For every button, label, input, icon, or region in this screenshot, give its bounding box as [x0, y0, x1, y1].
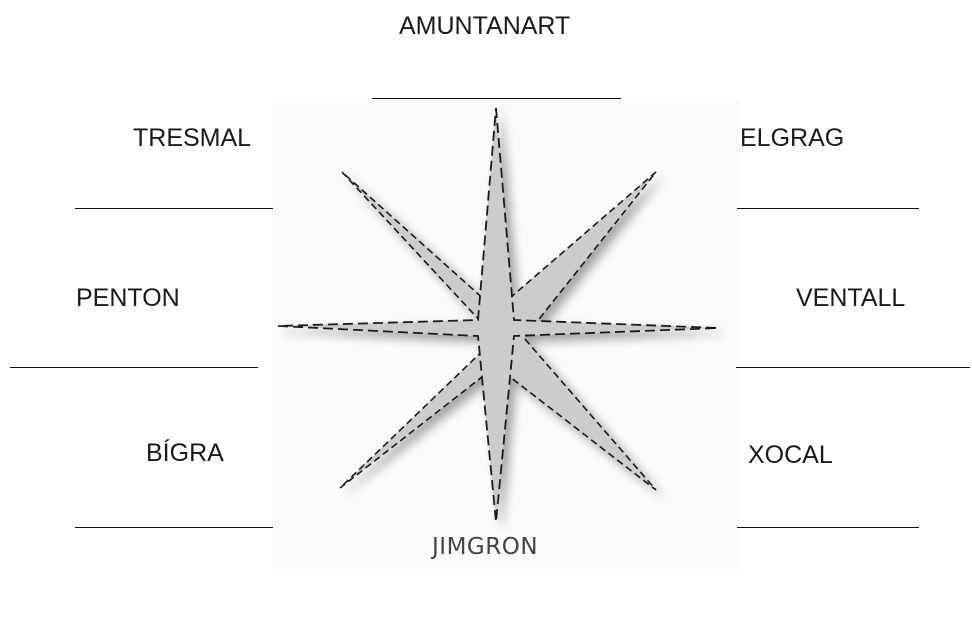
answer-line-west: [10, 367, 258, 368]
label-northeast: ELGRAG: [740, 123, 844, 153]
label-north: AMUNTANART: [399, 11, 570, 41]
label-southwest: BÍGRA: [146, 438, 224, 468]
label-west: PENTON: [76, 283, 180, 313]
label-southeast: XOCAL: [748, 440, 833, 470]
answer-line-southeast: [737, 527, 919, 528]
compass-star-panel: JIMGRON: [272, 100, 740, 570]
compass-star-icon: [272, 100, 740, 570]
answer-line-east: [736, 367, 970, 368]
star-cardinal-points: [278, 108, 718, 522]
answer-line-northeast: [737, 208, 919, 209]
label-northwest: TRESMAL: [133, 123, 251, 153]
label-south: JIMGRON: [432, 534, 538, 560]
answer-line-southwest: [75, 527, 273, 528]
answer-line-northwest: [75, 208, 273, 209]
label-east: VENTALL: [796, 283, 905, 313]
answer-line-north: [372, 98, 621, 99]
